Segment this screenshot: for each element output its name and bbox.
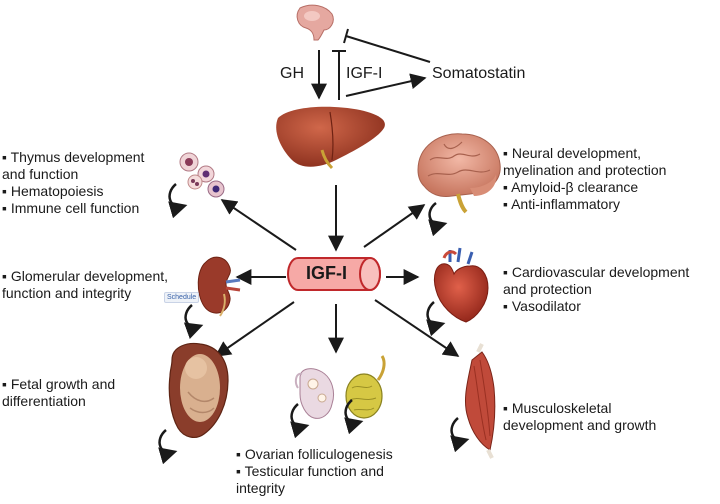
kidney-text: ▪ Glomerular development, function and i… xyxy=(2,268,168,302)
somatostatin-inhibition-line xyxy=(343,28,431,63)
kidney-icon xyxy=(197,256,241,317)
heart-icon xyxy=(433,247,489,323)
thymus-text: ▪ Thymus development and function ▪ Hema… xyxy=(2,149,144,217)
gonads-line-2: ▪ Testicular function and xyxy=(236,463,384,479)
curved-arrow-fetus xyxy=(158,429,178,465)
brain-line-1: ▪ Neural development, xyxy=(503,145,642,161)
arrow-to-brain xyxy=(363,204,426,248)
fetal-line-2: differentiation xyxy=(2,393,86,409)
igf-cylinder xyxy=(287,257,381,291)
thymus-line-2: and function xyxy=(2,166,79,182)
curved-arrow-heart xyxy=(426,301,446,337)
curved-arrow-muscle xyxy=(450,417,470,453)
igf-inhibition-line xyxy=(332,50,346,100)
heart-line-2: and protection xyxy=(503,281,592,297)
muscle-line-1: ▪ Musculoskeletal xyxy=(503,400,612,416)
igf-axis-label: IGF-I xyxy=(346,65,383,82)
curved-arrow-kidney xyxy=(183,304,204,339)
brain-line-3: ▪ Amyloid-β clearance xyxy=(503,179,639,195)
gonads-line-3: integrity xyxy=(236,480,286,496)
heart-text: ▪ Cardiovascular development and protect… xyxy=(503,264,689,315)
thymus-line-4: ▪ Immune cell function xyxy=(2,200,140,216)
heart-line-1: ▪ Cardiovascular development xyxy=(503,264,690,280)
arrow-to-thymus xyxy=(220,199,297,251)
schedule-tag: Schedule xyxy=(164,292,200,303)
kidney-line-2: function and integrity xyxy=(2,285,132,301)
brain-line-4: ▪ Anti-inflammatory xyxy=(503,196,620,212)
curved-arrow-brain xyxy=(428,202,448,237)
fetal-text: ▪ Fetal growth and differentiation xyxy=(2,376,115,410)
radiating-arrows xyxy=(214,199,460,357)
testis-icon xyxy=(345,355,386,419)
heart-line-3: ▪ Vasodilator xyxy=(503,298,581,314)
fetus-icon xyxy=(168,342,229,438)
pituitary-icon xyxy=(296,4,334,41)
gonads-text: ▪ Ovarian folliculogenesis ▪ Testicular … xyxy=(236,446,393,497)
somatostatin-label: Somatostatin xyxy=(432,65,526,82)
gh-label: GH xyxy=(280,65,304,82)
brain-text: ▪ Neural development, myelination and pr… xyxy=(503,145,666,213)
curved-arrow-thymus xyxy=(168,183,188,219)
fetal-line-1: ▪ Fetal growth and xyxy=(2,376,116,392)
muscle-icon xyxy=(465,343,496,459)
arrow-to-muscle xyxy=(374,299,460,357)
thymus-line-1: ▪ Thymus development xyxy=(2,149,145,165)
thymus-line-3: ▪ Hematopoiesis xyxy=(2,183,104,199)
curved-arrow-ovary xyxy=(290,403,310,439)
immune-cells-icon xyxy=(179,152,225,198)
curved-arrow-testis xyxy=(344,399,364,435)
brain-icon xyxy=(417,133,501,214)
igf-center-label: IGF-I xyxy=(306,263,347,283)
muscle-text: ▪ Musculoskeletal development and growth xyxy=(503,400,656,434)
kidney-line-1: ▪ Glomerular development, xyxy=(2,268,169,284)
curved-arrow-icon xyxy=(158,183,470,465)
liver-icon xyxy=(276,106,385,170)
brain-line-2: myelination and protection xyxy=(503,162,667,178)
arrow-to-fetus xyxy=(214,301,295,357)
gonads-line-1: ▪ Ovarian folliculogenesis xyxy=(236,446,393,462)
muscle-line-2: development and growth xyxy=(503,417,657,433)
ovary-icon xyxy=(294,368,335,419)
to-somatostatin-arrow xyxy=(345,73,427,97)
